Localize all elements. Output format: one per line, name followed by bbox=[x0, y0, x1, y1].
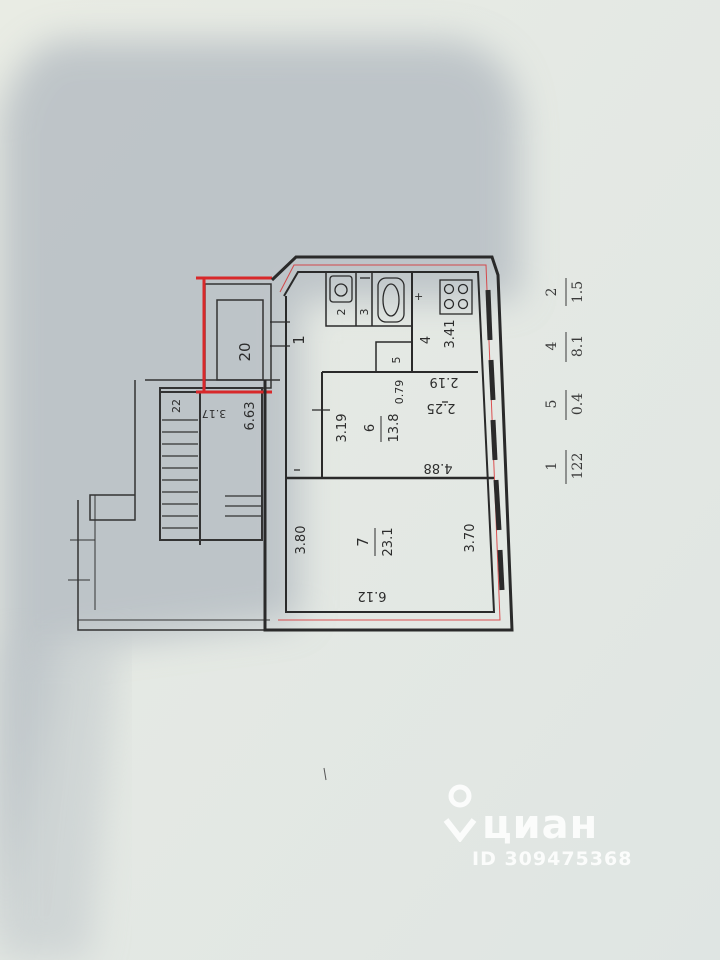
dim-22: 22 bbox=[170, 399, 183, 413]
legend-5-number: 5 bbox=[544, 400, 560, 409]
room-labels: 20 1 2 3 4 3.41 2.19 5 0.79 2.25 3.19 6 … bbox=[170, 309, 478, 604]
dim-3.17: 3.17 bbox=[202, 407, 227, 420]
phone-shadow bbox=[0, 40, 520, 960]
legend-1-area: 122 bbox=[570, 453, 586, 480]
dim-2.19: 2.19 bbox=[430, 374, 459, 389]
sink-plus-mark: + bbox=[414, 290, 423, 303]
apartment-walls bbox=[263, 255, 514, 632]
area-legend: 1 122 5 0.4 4 8.1 2 1.5 bbox=[544, 278, 586, 484]
legend-2-number: 2 bbox=[544, 288, 560, 297]
dim-6.12: 6.12 bbox=[358, 588, 387, 603]
legend-2-area: 1.5 bbox=[570, 281, 586, 303]
dim-2.25: 2.25 bbox=[427, 400, 456, 415]
room-7-area: 23.1 bbox=[381, 528, 396, 557]
dim-3.70: 3.70 bbox=[463, 524, 478, 553]
room-6-area: 13.8 bbox=[387, 414, 402, 443]
room-2-number: 2 bbox=[335, 309, 348, 316]
room-7-number: 7 bbox=[354, 537, 372, 547]
cian-watermark: циан ID 309475368 bbox=[440, 778, 670, 878]
legend-4-area: 8.1 bbox=[570, 335, 586, 357]
stove bbox=[439, 279, 473, 315]
dim-6.63: 6.63 bbox=[243, 402, 258, 431]
phone-shadow-lower bbox=[0, 640, 120, 960]
location-pin-icon bbox=[443, 784, 477, 842]
room-1-number: 1 bbox=[290, 335, 308, 345]
stair-mark: 20 bbox=[236, 342, 254, 361]
stray-mark bbox=[323, 767, 327, 781]
room-5-number: 5 bbox=[390, 357, 403, 364]
dim-3.41: 3.41 bbox=[443, 320, 458, 349]
watermark-brand: циан bbox=[482, 802, 599, 848]
room-4-number: 4 bbox=[419, 336, 434, 344]
legend-1-number: 1 bbox=[544, 462, 560, 471]
dim-0.79: 0.79 bbox=[393, 380, 406, 405]
watermark-listing-id: ID 309475368 bbox=[472, 848, 633, 870]
room-6-number: 6 bbox=[363, 424, 378, 432]
dim-3.80: 3.80 bbox=[294, 526, 309, 555]
highlighted-block bbox=[196, 276, 272, 394]
legend-4-number: 4 bbox=[544, 341, 560, 350]
room-3-number: 3 bbox=[358, 309, 371, 316]
dim-3.19: 3.19 bbox=[335, 414, 350, 443]
legend-5-area: 0.4 bbox=[570, 393, 586, 415]
bathroom-fixtures bbox=[329, 275, 405, 323]
dim-4.88: 4.88 bbox=[424, 460, 453, 475]
